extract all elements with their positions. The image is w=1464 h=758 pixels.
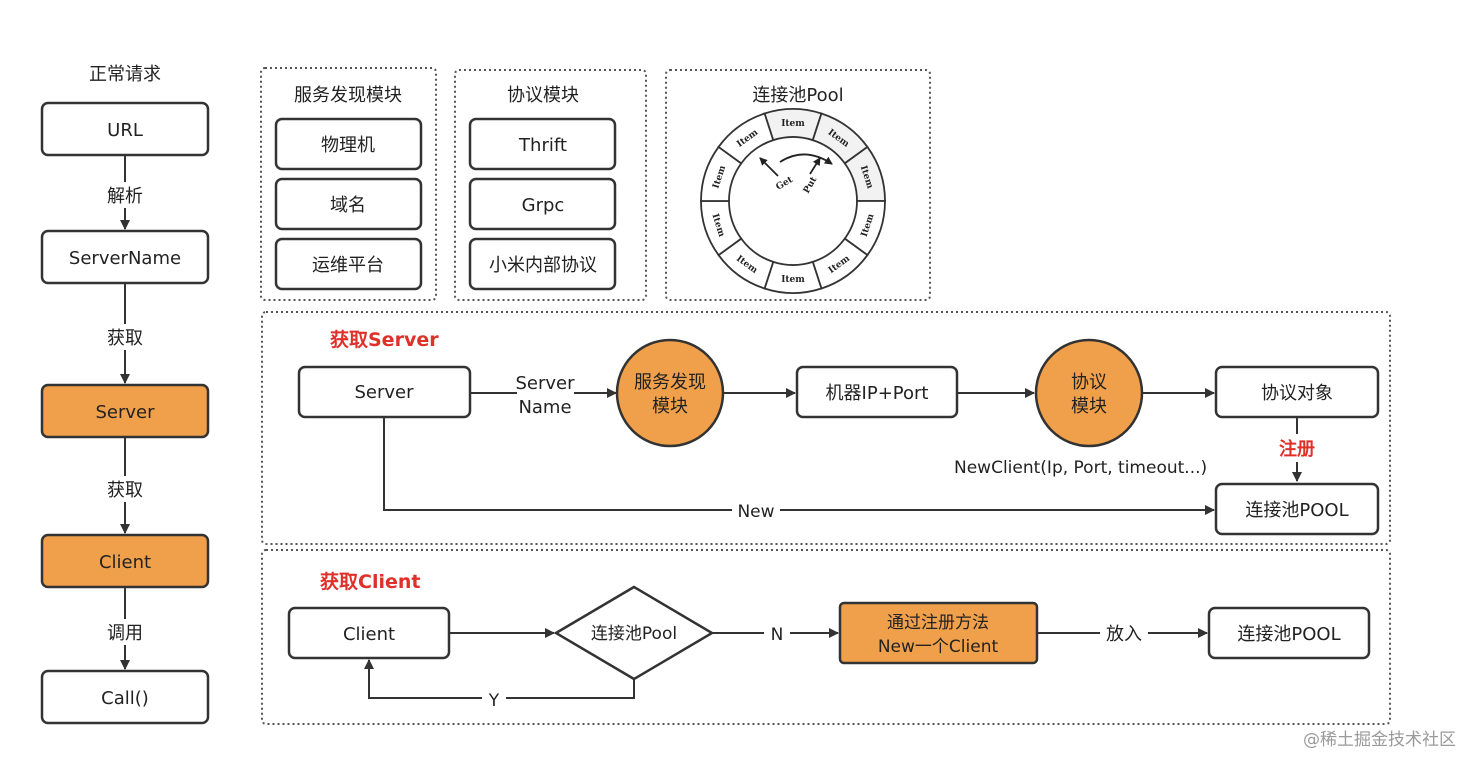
invoke-label: 调用	[107, 623, 143, 644]
register-new-line2: New一个Client	[878, 637, 999, 657]
server-box: Server	[40, 383, 210, 439]
protocol-item: Grpc	[522, 195, 565, 216]
discovery-module-title: 服务发现模块	[294, 85, 402, 106]
connection-pool-panel: 连接池Pool ItemItemItemItemItemItemItemItem…	[665, 69, 931, 301]
call-box: Call()	[40, 669, 210, 725]
put-in-label: 放入	[1106, 624, 1142, 645]
client-pool-node	[1207, 606, 1371, 660]
discovery-module-panel: 服务发现模块 物理机 域名 运维平台	[260, 67, 437, 301]
fetch-label-2: 获取	[107, 480, 143, 501]
discovery-circle-line2: 模块	[652, 396, 688, 417]
url-label: URL	[107, 120, 143, 141]
pool-put-label: Put	[802, 175, 820, 196]
left-flow-title: 正常请求	[89, 64, 161, 85]
protocol-circle-line1: 协议	[1071, 372, 1107, 393]
protocol-module-title: 协议模块	[507, 85, 579, 106]
protocol-object-label: 协议对象	[1261, 383, 1333, 404]
get-client-title: 获取Client	[320, 570, 420, 593]
pool-get-label: Get	[775, 175, 796, 193]
protocol-circle	[1034, 338, 1144, 448]
discovery-circle-line1: 服务发现	[634, 372, 706, 393]
pool-item-label: Item	[781, 275, 805, 285]
new-label: New	[737, 502, 774, 522]
protocol-item: 小米内部协议	[489, 255, 597, 276]
server-name-line2: Name	[518, 397, 571, 418]
new-client-call-label: NewClient(Ip, Port, timeout...)	[954, 458, 1207, 478]
client-pool-label: 连接池POOL	[1237, 624, 1340, 645]
url-box: URL	[40, 101, 210, 157]
get-client-section: 获取Client Client 连接池Pool N 通过注册方法 New一个Cl…	[261, 549, 1391, 725]
discovery-item: 域名	[330, 195, 366, 216]
connection-pool-title: 连接池Pool	[752, 85, 843, 106]
fetch-label-1: 获取	[107, 328, 143, 349]
parse-label: 解析	[107, 186, 143, 207]
protocol-circle-line2: 模块	[1071, 396, 1107, 417]
protocol-item: Thrift	[518, 135, 567, 156]
no-label: N	[771, 625, 784, 645]
client-box: Client	[40, 533, 210, 589]
discovery-item: 运维平台	[312, 255, 384, 276]
register-new-line1: 通过注册方法	[887, 613, 989, 633]
server-name-label: ServerName	[69, 248, 181, 269]
client-node-label: Client	[343, 624, 395, 645]
server-name-box: ServerName	[40, 229, 210, 285]
machine-node-label: 机器IP+Port	[826, 383, 929, 404]
server-label: Server	[95, 402, 155, 423]
watermark: @稀土掘金技术社区	[1303, 730, 1456, 750]
server-node-label: Server	[354, 382, 414, 403]
pool-item-label: Item	[781, 119, 805, 129]
discovery-circle	[615, 338, 725, 448]
protocol-module-panel: 协议模块 Thrift Grpc 小米内部协议	[454, 69, 647, 301]
server-pool-label: 连接池POOL	[1245, 500, 1348, 521]
yes-label: Y	[488, 691, 500, 711]
server-name-line1: Server	[515, 373, 575, 394]
pool-segment	[717, 112, 775, 165]
pool-decision-label: 连接池Pool	[591, 624, 677, 644]
server-pool-node	[1214, 482, 1380, 536]
discovery-item: 物理机	[321, 135, 375, 156]
call-label: Call()	[101, 688, 149, 709]
get-server-section: 获取Server Server Server Name 服务发现 模块 机器IP…	[261, 311, 1391, 545]
client-label: Client	[99, 552, 151, 573]
register-label: 注册	[1279, 438, 1315, 460]
get-server-title: 获取Server	[330, 328, 439, 351]
